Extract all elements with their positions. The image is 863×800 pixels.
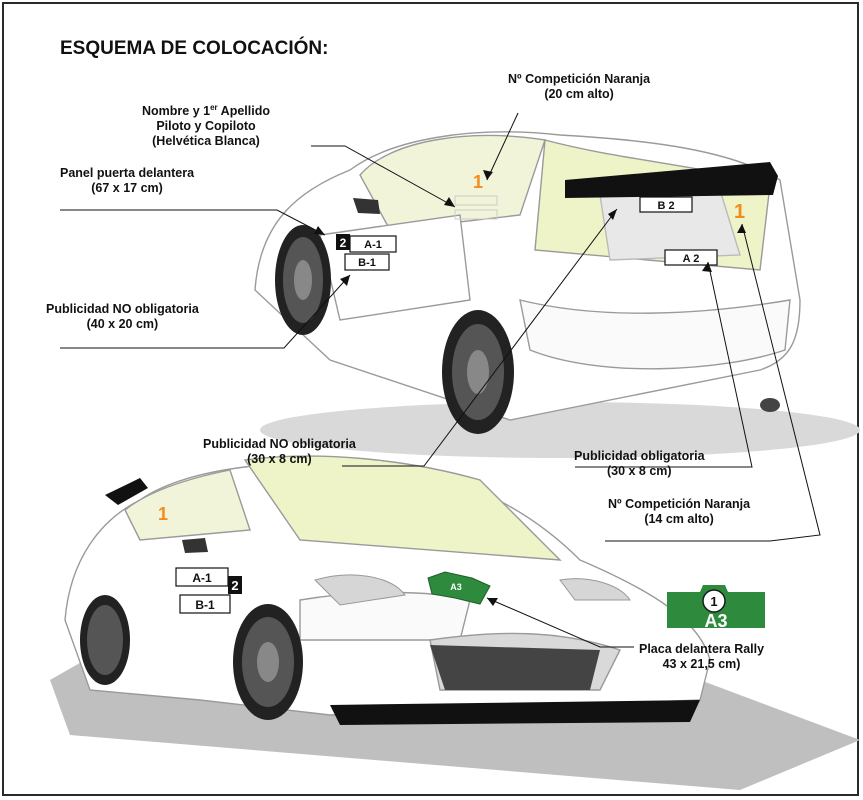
rear-car-shadow xyxy=(260,402,860,458)
rear-car-wheels xyxy=(275,225,514,434)
label-num-competicion-14: Nº Competición Naranja (14 cm alto) xyxy=(608,497,751,526)
hood-plate-text: A3 xyxy=(450,582,462,592)
rear-car-mirror xyxy=(353,198,380,214)
rear-door-panel-a xyxy=(349,235,397,253)
front-orange-number: 1 xyxy=(158,504,168,524)
side-window-names xyxy=(454,195,498,220)
front-door-num: 2 xyxy=(231,578,238,593)
rear-door-panel-b xyxy=(344,253,390,271)
rally-plate-code: A3 xyxy=(704,611,727,631)
rear-door-b-text: B-1 xyxy=(358,257,376,269)
rear-door-num-box xyxy=(336,234,350,250)
rear-window-sticker xyxy=(639,196,693,213)
front-door-a-text: A-1 xyxy=(192,571,212,585)
headlight-left xyxy=(314,574,406,606)
label-placa-delantera: Placa delantera Rally 43 x 21,5 cm) xyxy=(639,642,765,671)
label-panel-puerta: Panel puerta delantera (67 x 17 cm) xyxy=(60,166,195,195)
label-publicidad-no-obligatoria-40: Publicidad NO obligatoria (40 x 20 cm) xyxy=(46,302,199,331)
rear-window-text: B 2 xyxy=(657,200,674,212)
rear-bumper-text: A 2 xyxy=(683,253,700,265)
front-lower-lip xyxy=(330,700,700,725)
leader-lines xyxy=(60,112,821,648)
side-orange-number: 1 xyxy=(473,172,483,192)
rally-plate-icon: 1 A3 xyxy=(667,585,765,631)
front-car-mirror xyxy=(182,538,208,553)
front-spoiler xyxy=(105,478,148,505)
headlight-right xyxy=(559,578,631,601)
front-door-b-text: B-1 xyxy=(195,598,215,612)
diagram-title: ESQUEMA DE COLOCACIÓN: xyxy=(60,38,329,59)
leader-arrowheads xyxy=(314,170,746,606)
rear-door-num: 2 xyxy=(340,236,347,250)
label-num-competicion-20: Nº Competición Naranja (20 cm alto) xyxy=(508,72,651,101)
label-publicidad-no-obligatoria-30: Publicidad NO obligatoria (30 x 8 cm) xyxy=(203,437,356,466)
rally-plate-number: 1 xyxy=(710,594,717,609)
rear-orange-number: 1 xyxy=(734,201,745,223)
rear-door-a-text: A-1 xyxy=(364,239,382,251)
front-grille xyxy=(430,645,600,690)
rear-spoiler xyxy=(565,162,778,198)
front-door-num-box xyxy=(228,576,242,594)
label-publicidad-obligatoria: Publicidad obligatoria (30 x 8 cm) xyxy=(574,449,705,478)
hood-plate xyxy=(427,571,491,605)
label-nombre-apellido: Nombre y 1er Apellido Piloto y Copiloto … xyxy=(142,103,270,149)
rear-bumper-sticker xyxy=(664,249,718,266)
front-door-panel-b xyxy=(179,594,231,614)
exhaust-pipe xyxy=(760,398,780,412)
front-car-wheels xyxy=(80,595,303,720)
